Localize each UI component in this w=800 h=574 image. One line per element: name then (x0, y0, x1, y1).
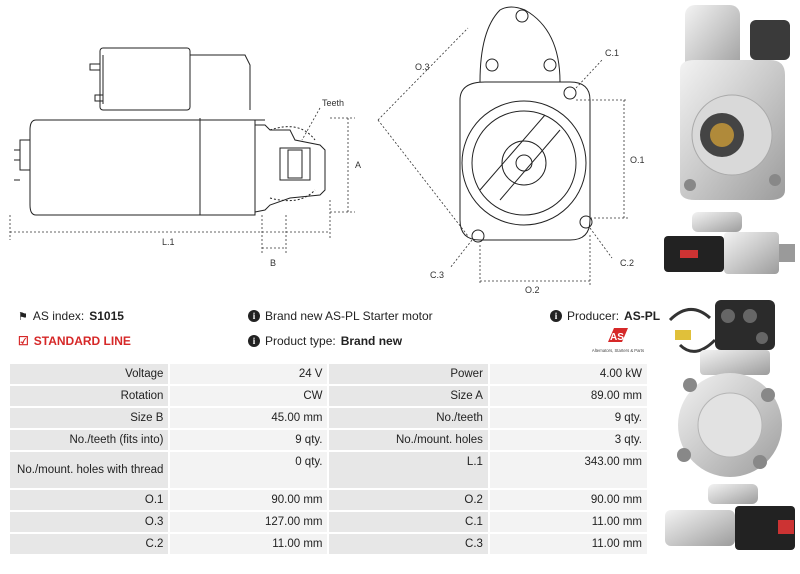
product-photos (660, 0, 800, 569)
table-row: O.1 90.00 mm O.2 90.00 mm (10, 490, 647, 510)
dim-o3-label: O.3 (415, 62, 430, 72)
info-icon: i (248, 310, 260, 322)
spec-label: C.2 (10, 534, 169, 554)
table-row: O.3 127.00 mm C.1 11.00 mm (10, 512, 647, 532)
standard-line-label: STANDARD LINE (33, 334, 131, 348)
spec-value: 45.00 mm (170, 408, 328, 428)
info-icon: i (248, 335, 260, 347)
photo-starter-bottom (665, 484, 795, 550)
table-row: Rotation CW Size A 89.00 mm (10, 386, 647, 406)
spec-label: No./mount. holes with thread (10, 452, 169, 488)
spec-value: 3 qty. (489, 430, 647, 450)
spec-value: 11.00 mm (170, 534, 328, 554)
table-row: C.2 11.00 mm C.3 11.00 mm (10, 534, 647, 554)
spec-label: Size A (329, 386, 488, 406)
producer: i Producer: AS-PL (550, 309, 660, 323)
description: i Brand new AS-PL Starter motor (248, 309, 433, 323)
as-pl-logo: AS Alternators, Starters & Parts (588, 326, 648, 356)
spec-value: 89.00 mm (489, 386, 647, 406)
checkbox-icon: ☑ (18, 334, 29, 348)
photo-starter-side (664, 212, 795, 274)
as-index-value: S1015 (89, 309, 124, 323)
table-row: Size B 45.00 mm No./teeth 9 qty. (10, 408, 647, 428)
spec-label: No./teeth (329, 408, 488, 428)
producer-value: AS-PL (624, 309, 661, 323)
dim-b-label: B (270, 258, 276, 268)
photo-starter-rear (668, 300, 775, 375)
dim-o1-label: O.1 (630, 155, 645, 165)
product-type-value: Brand new (340, 334, 403, 348)
dim-c2-label: C.2 (620, 258, 634, 268)
teeth-label: Teeth (322, 98, 344, 108)
spec-value: 90.00 mm (489, 490, 647, 510)
technical-drawing: Teeth A B L.1 O.3 C.1 O.1 C.3 C.2 O.2 (9, 6, 645, 295)
logo-mark: AS (610, 332, 624, 343)
spec-value: 0 qty. (170, 452, 328, 488)
photo-starter-end (677, 373, 782, 477)
spec-label: L.1 (329, 452, 488, 488)
spec-label: C.3 (329, 534, 488, 554)
spec-value: 24 V (170, 364, 328, 384)
table-row: Voltage 24 V Power 4.00 kW (10, 364, 647, 384)
spec-value: CW (170, 386, 328, 406)
spec-value: 343.00 mm (489, 452, 647, 488)
spec-label: O.1 (10, 490, 169, 510)
spec-value: 127.00 mm (170, 512, 328, 532)
dim-a-label: A (355, 160, 361, 170)
producer-label: Producer: (567, 309, 620, 323)
spec-value: 11.00 mm (489, 512, 647, 532)
product-type: i Product type: Brand new (248, 334, 402, 348)
as-index: ⚑ AS index: S1015 (18, 309, 124, 323)
spec-value: 9 qty. (170, 430, 328, 450)
description-text: Brand new AS-PL Starter motor (265, 309, 433, 323)
spec-value: 90.00 mm (170, 490, 328, 510)
dim-l1-label: L.1 (162, 237, 175, 247)
photo-starter-front (680, 5, 790, 200)
spec-label: Power (329, 364, 488, 384)
spec-label: C.1 (329, 512, 488, 532)
tag-icon: ⚑ (18, 310, 28, 323)
spec-label: Size B (10, 408, 169, 428)
product-type-label: Product type: (265, 334, 336, 348)
logo-tagline: Alternators, Starters & Parts (592, 348, 644, 353)
spec-label: No./mount. holes (329, 430, 488, 450)
spec-label: Rotation (10, 386, 169, 406)
standard-line: ☑ STANDARD LINE (18, 334, 131, 348)
dim-c3-label: C.3 (430, 270, 444, 280)
as-index-label: AS index: (32, 309, 85, 323)
dim-o2-label: O.2 (525, 285, 540, 295)
spec-value: 4.00 kW (489, 364, 647, 384)
info-icon: i (550, 310, 562, 322)
specs-table: Voltage 24 V Power 4.00 kW Rotation CW S… (8, 362, 649, 556)
spec-label: No./teeth (fits into) (10, 430, 169, 450)
dim-c1-label: C.1 (605, 48, 619, 58)
spec-value: 9 qty. (489, 408, 647, 428)
spec-value: 11.00 mm (489, 534, 647, 554)
spec-label: O.3 (10, 512, 169, 532)
table-row: No./mount. holes with thread 0 qty. L.1 … (10, 452, 647, 488)
spec-label: O.2 (329, 490, 488, 510)
table-row: No./teeth (fits into) 9 qty. No./mount. … (10, 430, 647, 450)
spec-label: Voltage (10, 364, 169, 384)
